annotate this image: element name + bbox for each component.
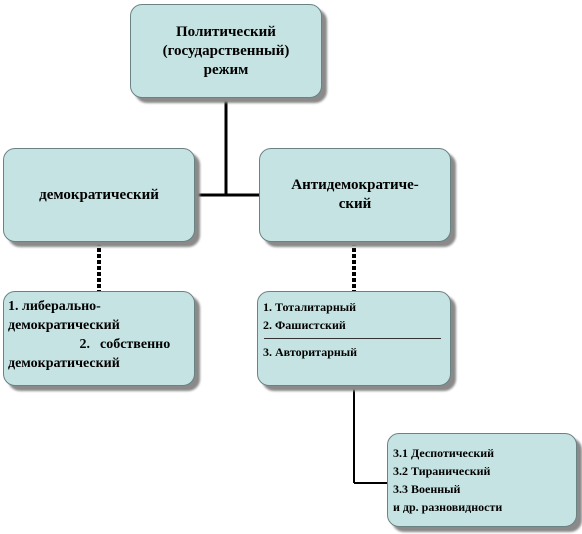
democratic-subtype-1-line: 1. либерально- [8,299,101,314]
authoritarian-type-other: и др. разновидности [393,500,503,514]
antidemocratic-subtype-totalitarian: 1. Тоталитарный [263,300,357,314]
antidemocratic-subtype-authoritarian: 3. Авторитарный [263,345,358,359]
antidemocratic-subtypes-box: 1. Тоталитарный 2. Фашистский 3. Авторит… [257,291,451,386]
democratic-subtype-2-text: собственно [100,337,171,352]
subtype-divider [264,338,441,339]
antidemocratic-line-1: Антидемократиче- [291,177,419,193]
democratic-box: демократический [3,148,195,242]
antidemocratic-subtype-fascist: 2. Фашистский [263,318,346,332]
authoritarian-type-military: 3.3 Военный [393,482,461,496]
authoritarian-type-tyrannical: 3.2 Тиранический [393,464,491,478]
democratic-subtypes-box: 1. либерально- демократический 2. собстве… [3,291,195,386]
authoritarian-types-box: 3.1 Деспотический 3.2 Тиранический 3.3 В… [387,433,577,527]
antidemocratic-line-2: ский [338,196,372,212]
political-regime-label: Политический (государственный) режим [163,23,290,80]
antidemocratic-label: Антидемократиче- ский [291,176,418,214]
antidemocratic-box: Антидемократиче- ский [259,148,451,242]
political-regime-line-2: (государственный) [162,42,290,59]
political-regime-line-3: режим [203,61,249,78]
democratic-subtype-2-continuation: демократический [8,356,120,371]
political-regime-line-1: Политический [176,23,276,40]
authoritarian-type-despotic: 3.1 Деспотический [393,446,495,460]
political-regime-box: Политический (государственный) режим [130,4,322,98]
democratic-subtype-2-line: 2. собственно [34,335,192,354]
democratic-label: демократический [39,186,159,203]
democratic-subtype-1-continuation: демократический [8,318,120,333]
democratic-subtype-2-number: 2. [79,337,91,352]
